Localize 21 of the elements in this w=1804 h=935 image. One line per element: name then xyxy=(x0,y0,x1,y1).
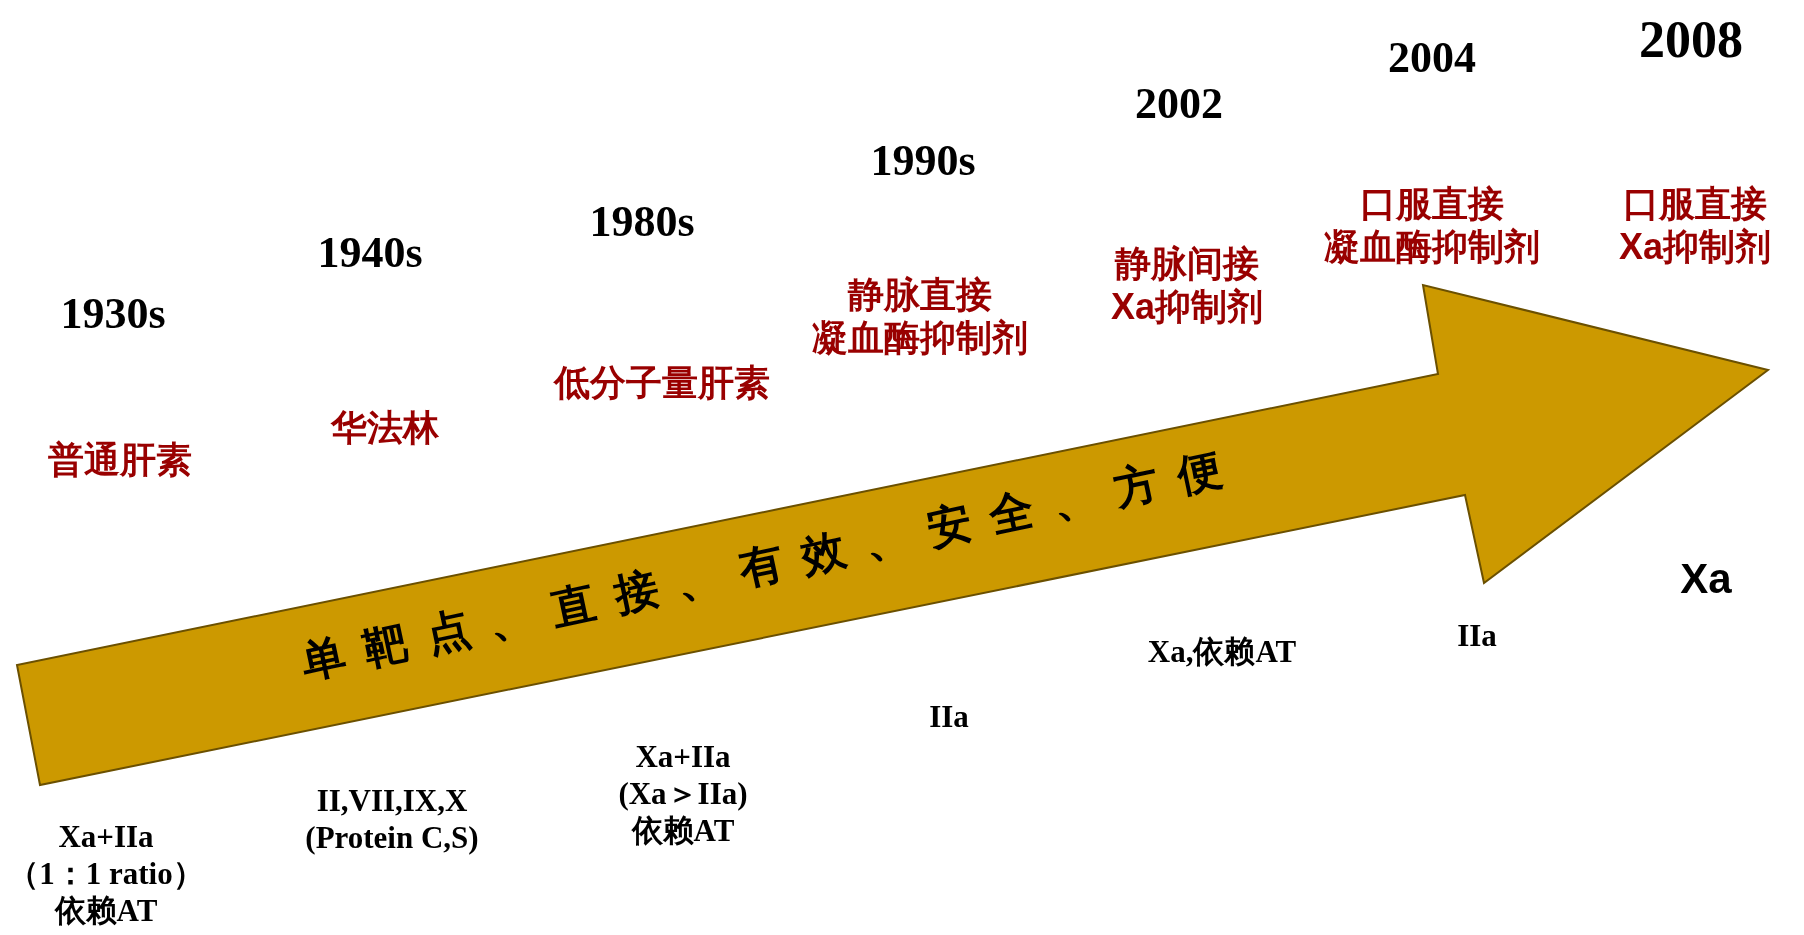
drug-label: 普通肝素 xyxy=(48,438,192,482)
year-label: 2004 xyxy=(1388,31,1476,84)
drug-label: 低分子量肝素 xyxy=(554,361,770,405)
target-label: Xa xyxy=(1680,553,1732,604)
target-label: IIa xyxy=(929,698,969,736)
year-label: 1940s xyxy=(317,226,423,279)
year-label: 2008 xyxy=(1639,9,1743,70)
drug-label: 静脉直接凝血酶抑制剂 xyxy=(812,272,1028,360)
drug-label: 静脉间接Xa抑制剂 xyxy=(1111,241,1263,329)
year-label: 2002 xyxy=(1135,77,1223,130)
target-label: Xa+IIa （1：1 ratio）依赖AT xyxy=(8,818,204,930)
year-label: 1980s xyxy=(589,195,695,248)
year-label: 1990s xyxy=(870,134,976,187)
target-label: IIa xyxy=(1457,617,1497,655)
target-label: II,VII,IX,X (Protein C,S) xyxy=(305,781,479,857)
target-label: Xa,依赖AT xyxy=(1147,633,1297,671)
target-label: Xa+IIa (Xa＞IIa)依赖AT xyxy=(618,738,748,850)
year-label: 1930s xyxy=(60,287,166,340)
drug-label: 口服直接Xa抑制剂 xyxy=(1619,181,1771,269)
drug-label: 华法林 xyxy=(331,406,439,450)
drug-label: 口服直接凝血酶抑制剂 xyxy=(1324,181,1540,269)
